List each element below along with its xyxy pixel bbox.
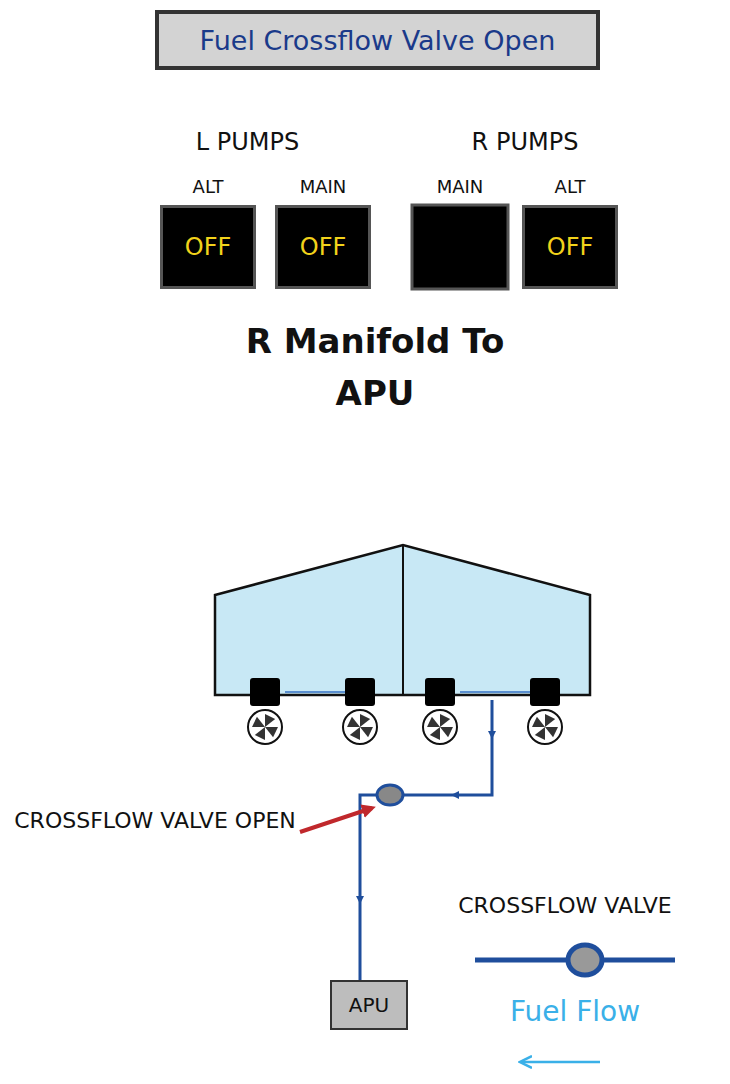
manifold-label: R Manifold To APU <box>240 315 510 419</box>
pump-switch: OFF <box>160 205 256 289</box>
node-text: Fuel Crossflow Valve Open <box>200 25 556 56</box>
pump-switch: OFF <box>275 205 371 289</box>
valve-callout: CROSSFLOW VALVE OPEN <box>10 808 300 833</box>
group-label: R PUMPS <box>425 128 625 156</box>
group-label: L PUMPS <box>160 128 335 156</box>
pump-switch: OFF <box>522 205 618 289</box>
node-text: APU <box>349 993 389 1017</box>
crossflow-valve <box>377 785 403 805</box>
switch-label: MAIN <box>412 176 508 197</box>
legend-label: CROSSFLOW VALVE <box>410 893 720 918</box>
tank-divider <box>402 545 404 695</box>
node-text: OFF <box>300 233 347 261</box>
pump-switch-blank <box>412 205 508 289</box>
title-box: Fuel Crossflow Valve Open <box>155 10 600 70</box>
node-text: OFF <box>185 233 232 261</box>
flow-label: Fuel Flow <box>470 995 680 1028</box>
node-text: OFF <box>547 233 594 261</box>
leader-arrow <box>300 808 372 832</box>
flow-arrow <box>522 1061 600 1064</box>
fuel-tank <box>215 545 590 695</box>
switch-label: ALT <box>522 176 618 197</box>
fuel-line <box>360 700 492 980</box>
switch-label: MAIN <box>275 176 371 197</box>
apu-box: APU <box>330 980 408 1030</box>
valve-symbol <box>568 945 602 975</box>
fuel-pumps <box>248 678 562 744</box>
switch-label: ALT <box>160 176 256 197</box>
